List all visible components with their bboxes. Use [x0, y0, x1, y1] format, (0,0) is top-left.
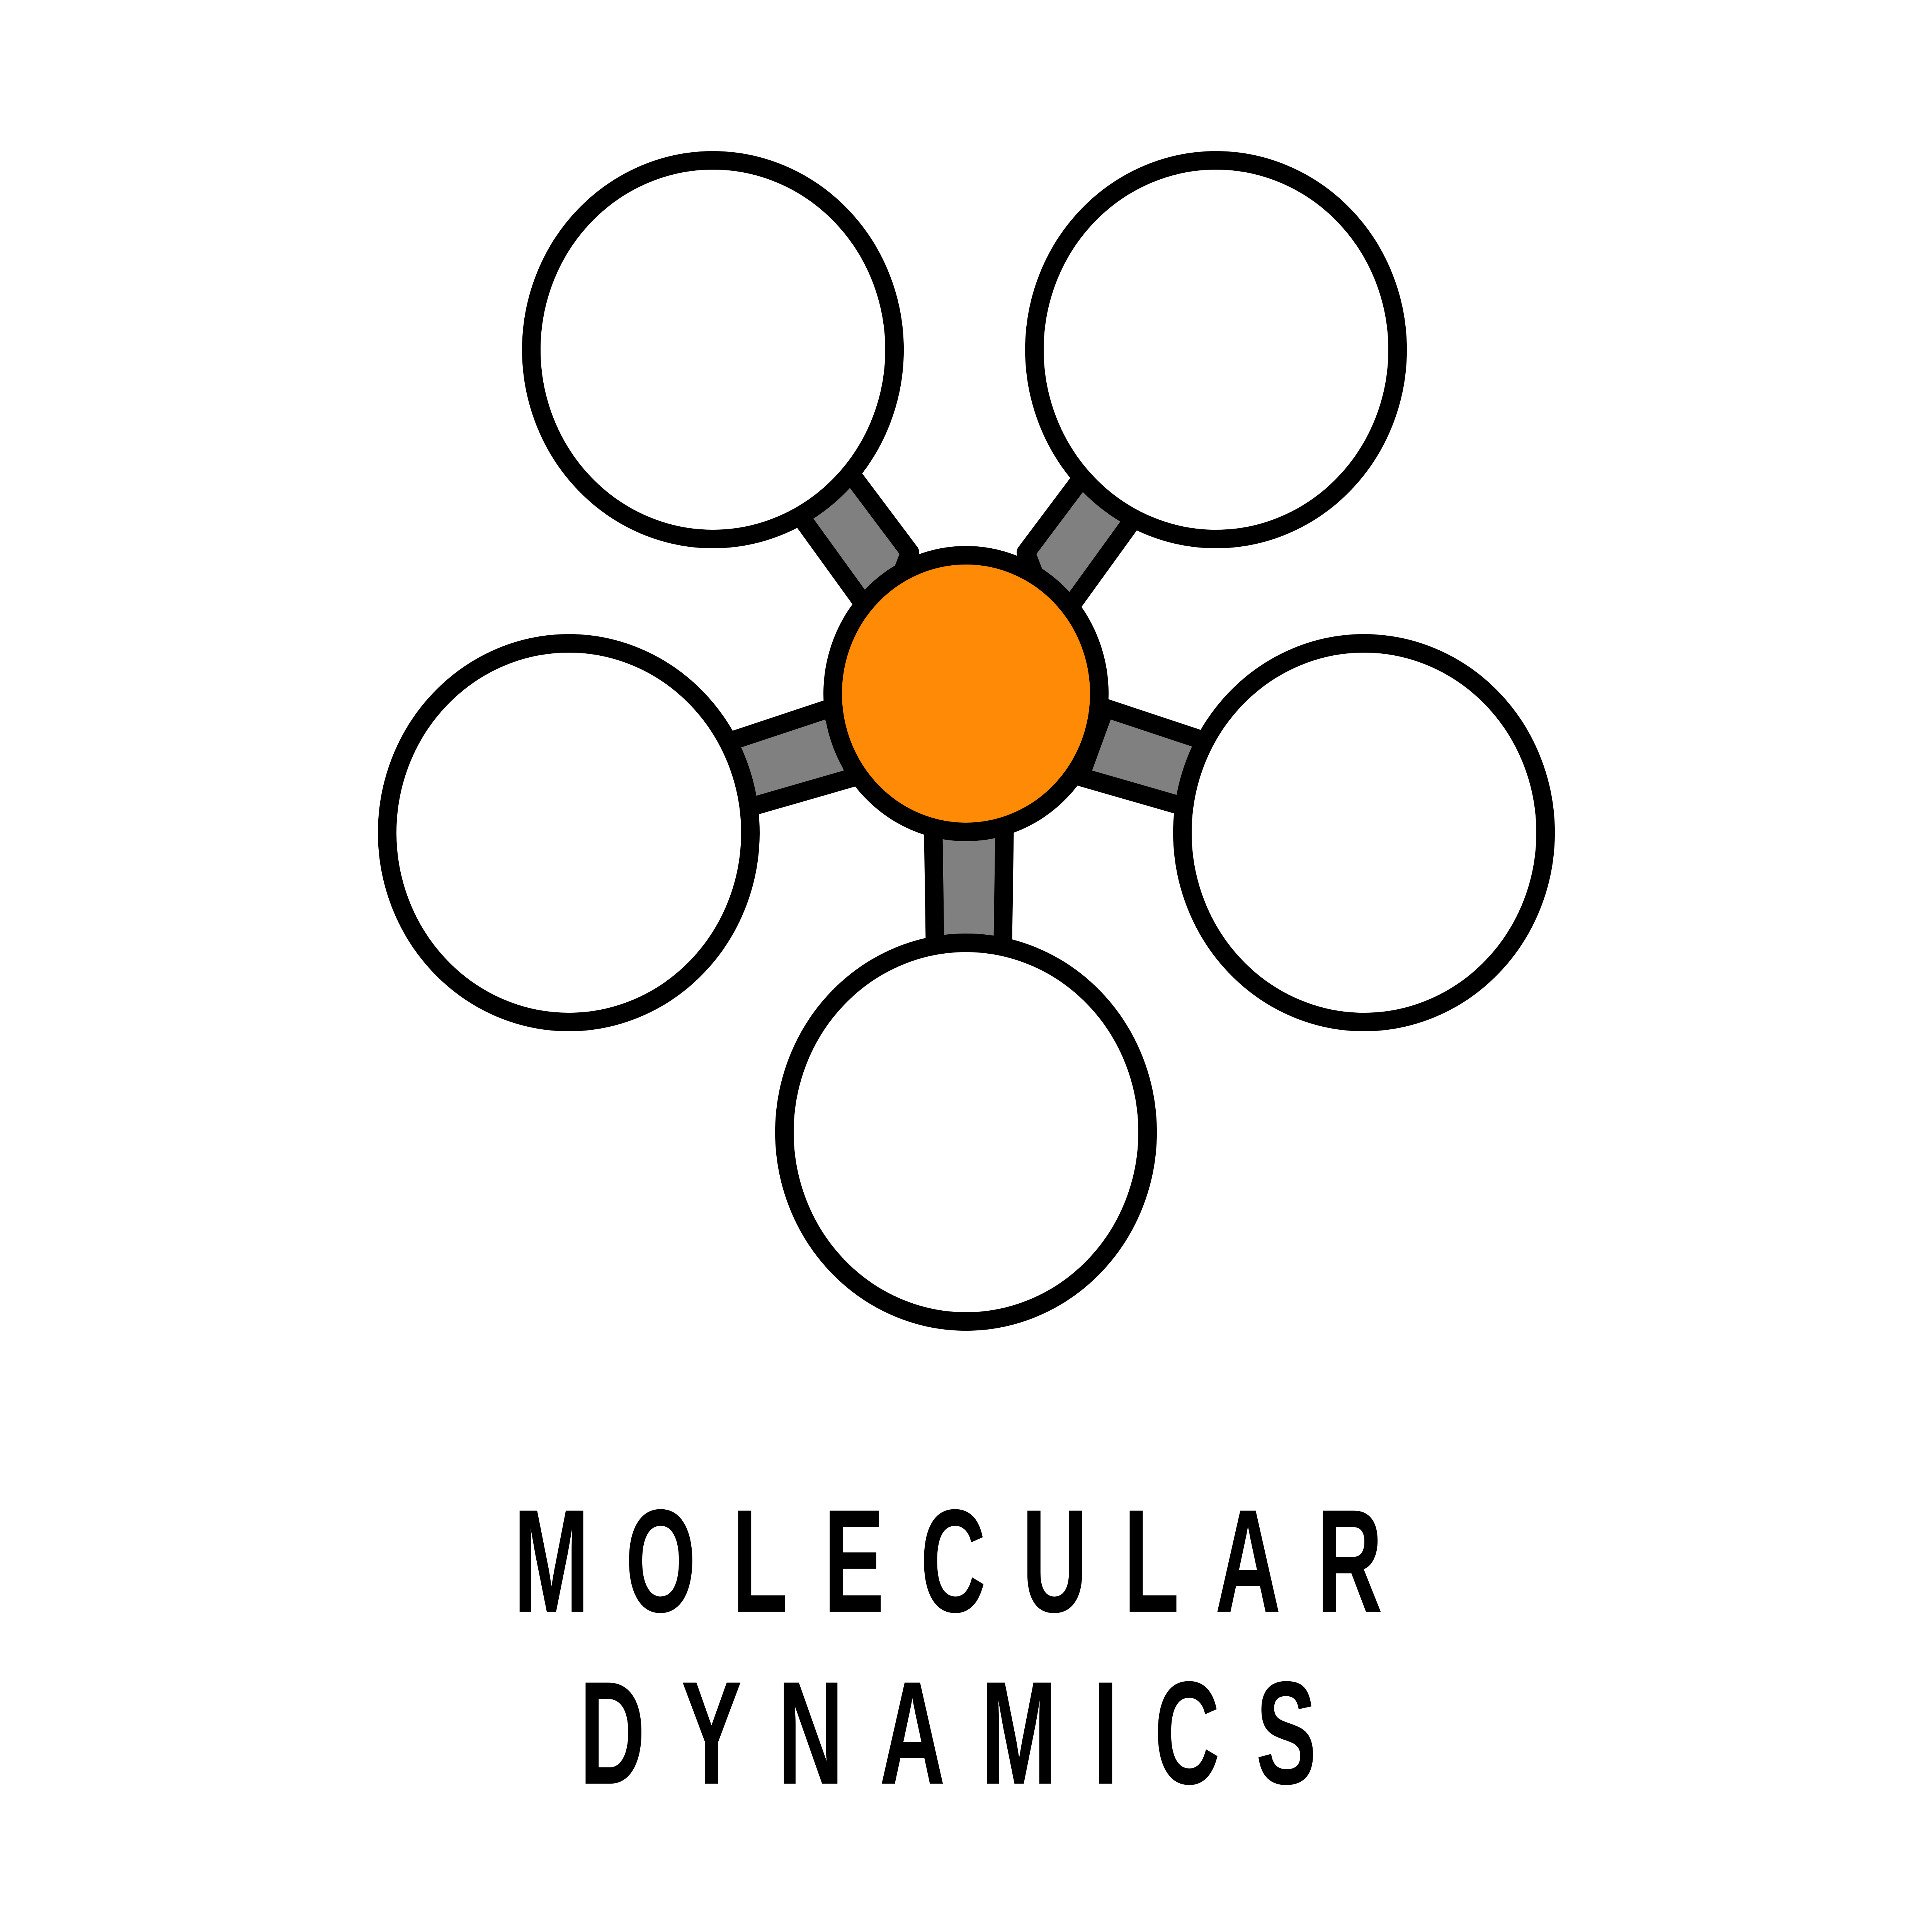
- caption-title-line-2: DYNAMICS: [579, 1651, 1353, 1815]
- atom-top-right: [1025, 151, 1407, 548]
- caption-title-line-1: MOLECULAR: [513, 1479, 1419, 1643]
- bond-bottom: [924, 814, 1014, 962]
- atom-right: [1173, 634, 1555, 1031]
- atom-top-left: [522, 151, 904, 548]
- atom-left: [378, 634, 760, 1031]
- outer-atoms: [378, 151, 1555, 1331]
- atom-bottom: [775, 934, 1157, 1331]
- atom-center: [823, 546, 1109, 841]
